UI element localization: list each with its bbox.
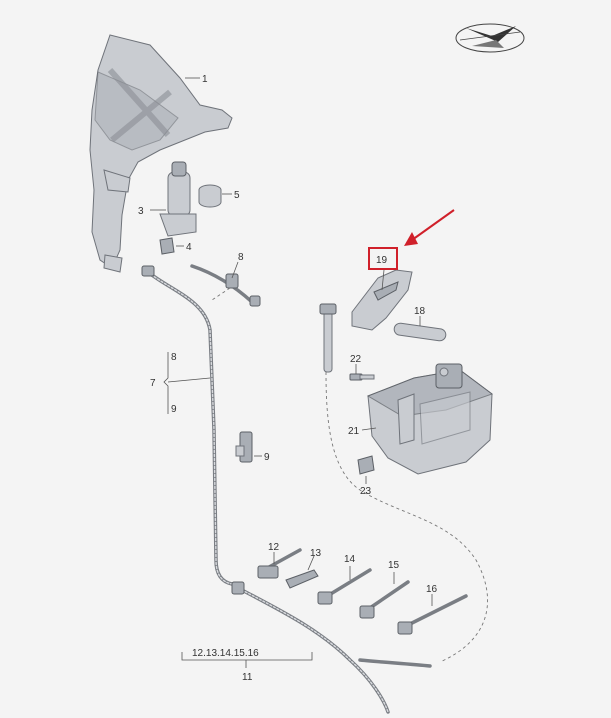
callout-4: 4 bbox=[186, 242, 192, 253]
callout-1: 1 bbox=[202, 74, 208, 85]
callout-7-sub-9: 9 bbox=[171, 404, 177, 415]
part-18-cylinder bbox=[393, 322, 447, 342]
compass-orientation-icon bbox=[455, 23, 525, 53]
part-19-nozzle bbox=[319, 269, 413, 373]
part-5-seal bbox=[198, 184, 222, 208]
red-arrow-icon bbox=[404, 209, 455, 246]
callout-11: 11 bbox=[242, 672, 253, 683]
callout-7-bracket bbox=[163, 352, 211, 414]
callout-8: 8 bbox=[238, 252, 244, 263]
callout-9: 9 bbox=[264, 452, 270, 463]
part-21-module bbox=[366, 363, 494, 475]
part-15-clip bbox=[359, 580, 410, 619]
part-16-clip bbox=[397, 594, 468, 635]
part-1-reservoir bbox=[89, 34, 233, 273]
callout-23: 23 bbox=[360, 486, 372, 497]
callout-18: 18 bbox=[414, 306, 426, 317]
callout-3: 3 bbox=[138, 206, 144, 217]
callout-13: 13 bbox=[310, 548, 322, 559]
part-23-nut bbox=[357, 455, 375, 475]
callout-11-bracket bbox=[181, 652, 313, 668]
part-14-clip bbox=[317, 568, 372, 605]
callout-12: 12 bbox=[268, 542, 280, 553]
callout-19: 19 bbox=[376, 255, 388, 266]
callout-19-highlight bbox=[368, 247, 398, 270]
callout-15: 15 bbox=[388, 560, 400, 571]
part-3-pump bbox=[159, 161, 197, 237]
callout-14: 14 bbox=[344, 554, 356, 565]
callout-22: 22 bbox=[350, 354, 362, 365]
callout-7-sub-8: 8 bbox=[171, 352, 177, 363]
part-9-connector bbox=[235, 431, 253, 463]
callout-16: 16 bbox=[426, 584, 438, 595]
part-4-grommet bbox=[159, 237, 175, 255]
part-7-hose bbox=[146, 270, 234, 586]
part-13-clip bbox=[285, 569, 319, 589]
part-12-clip bbox=[257, 548, 302, 579]
callout-11-group: 12.13.14.15.16 bbox=[192, 648, 259, 659]
callout-21: 21 bbox=[348, 426, 360, 437]
part-8-clip bbox=[190, 264, 261, 307]
callout-5: 5 bbox=[234, 190, 240, 201]
callout-7: 7 bbox=[150, 378, 156, 389]
part-22-screw bbox=[349, 373, 375, 381]
